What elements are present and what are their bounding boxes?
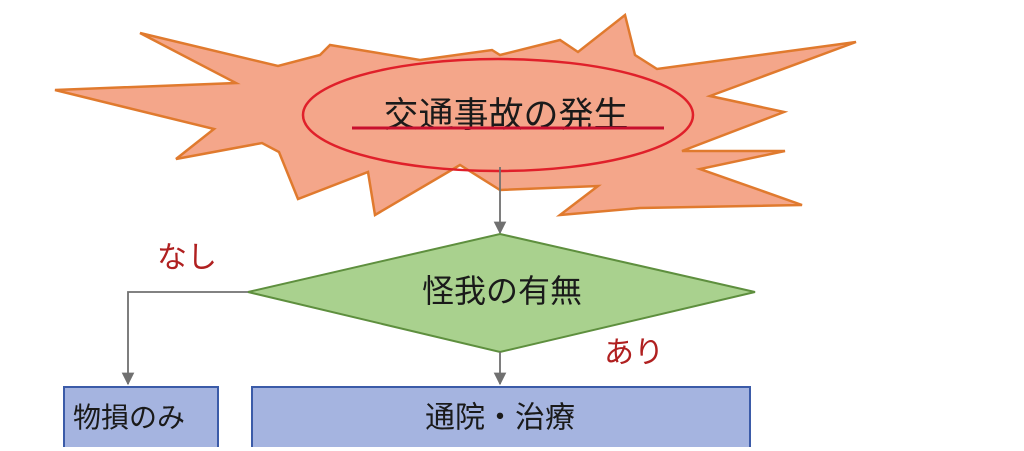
treatment-box — [251, 386, 751, 451]
branch-no-label: なし — [157, 241, 217, 276]
start-node-label: 交通事故の発生 — [383, 96, 628, 136]
highlight-ellipse — [301, 57, 695, 173]
property-damage-box — [63, 386, 219, 451]
decision-node-label: 怪我の有無 — [422, 272, 582, 310]
connector-no-branch — [121, 291, 248, 386]
box-right-label: 通院・治療 — [425, 401, 575, 436]
accident-burst-shape — [54, 12, 857, 218]
branch-yes-label: あり — [604, 336, 664, 371]
box-left-label: 物損のみ — [73, 401, 185, 434]
